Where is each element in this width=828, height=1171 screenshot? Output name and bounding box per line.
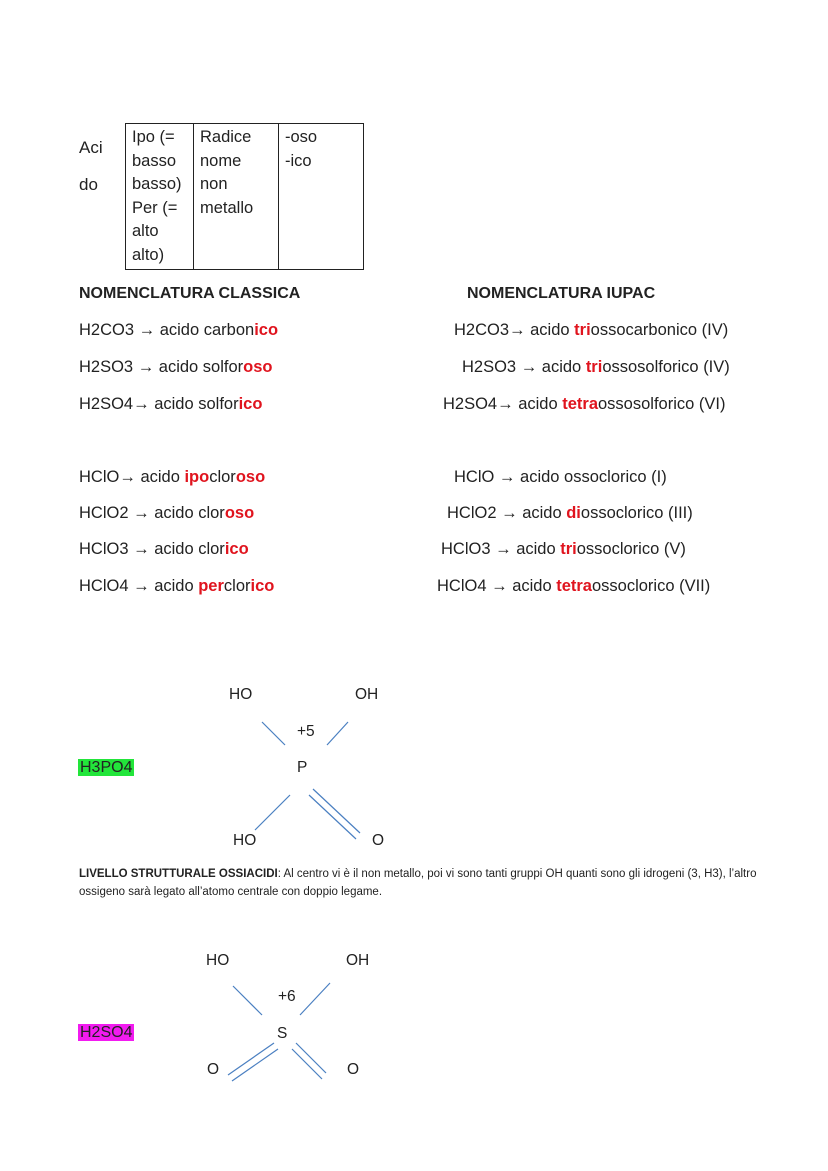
bond-line — [295, 1042, 327, 1074]
ho-group-top: HO — [206, 952, 230, 969]
suffix-rules-table: Ipo (= basso basso) Per (= alto alto) Ra… — [125, 123, 364, 270]
bond-line — [312, 788, 361, 834]
prefix-column: Ipo (= basso basso) Per (= alto alto) — [125, 123, 194, 270]
iupac-header: NOMENCLATURA IUPAC — [467, 285, 656, 302]
central-atom: P — [297, 759, 308, 776]
classic-row: HClO3 → acido clorico — [79, 540, 249, 558]
bond-line — [308, 794, 357, 840]
oxidation-number: +6 — [278, 988, 296, 1005]
bond-line — [299, 982, 331, 1016]
classic-row: HClO4 → acido perclorico — [79, 577, 275, 595]
classic-row: H2CO3 → acido carbonico — [79, 321, 279, 339]
table-cell-text: alto) — [132, 245, 165, 264]
acid-label-line1: Aci — [79, 138, 103, 157]
classic-header: NOMENCLATURA CLASSICA — [79, 285, 301, 302]
acid-label-line2: do — [79, 175, 98, 194]
oh-group-top: OH — [355, 686, 379, 703]
table-cell-text: alto — [132, 222, 159, 240]
iupac-row: HClO3 → acido triossoclorico (V) — [441, 540, 686, 558]
structural-note: LIVELLO STRUTTURALE OSSIACIDI: Al centro… — [79, 868, 757, 898]
oxygen-atom-left: O — [207, 1061, 220, 1078]
iupac-row: H2SO4→ acido tetraossosolforico (VI) — [443, 395, 726, 413]
iupac-row: HClO → acido ossoclorico (I) — [454, 468, 667, 486]
table-cell-text: basso) — [132, 175, 182, 193]
ho-group-top: HO — [229, 686, 253, 703]
classic-row: HClO2 → acido cloroso — [79, 504, 255, 522]
bond-line — [232, 985, 263, 1016]
oxidation-number: +5 — [297, 723, 315, 740]
ho-group-bottom: HO — [233, 832, 257, 849]
table-cell-text: Ipo (= — [132, 128, 175, 146]
bond-line — [227, 1042, 275, 1076]
bond-line — [261, 721, 286, 746]
oh-group-top: OH — [346, 952, 370, 969]
bond-line — [254, 794, 291, 831]
iupac-row: H2CO3→ acido triossocarbonico (IV) — [454, 321, 729, 339]
classic-row: H2SO3 → acido solforoso — [79, 358, 273, 376]
table-cell-text: basso — [132, 151, 177, 170]
h3po4-label: H3PO4 — [78, 759, 135, 776]
bond-line — [231, 1048, 279, 1082]
root-column: Radice nome non metallo — [193, 123, 279, 270]
table-cell-text: -oso — [285, 128, 318, 146]
central-atom: S — [277, 1025, 288, 1042]
classic-row: HClO→ acido ipocloroso — [79, 468, 266, 486]
table-cell-text: non — [200, 175, 228, 193]
suffix-column: -oso -ico — [278, 123, 364, 270]
table-cell-text: -ico — [285, 151, 312, 170]
table-cell-text: Radice — [200, 128, 252, 146]
table-cell-text: Per (= — [132, 198, 178, 217]
table-cell-text: nome — [200, 151, 242, 170]
oxygen-atom-right: O — [347, 1061, 360, 1078]
bond-line — [326, 721, 349, 746]
classic-row: H2SO4→ acido solforico — [79, 395, 263, 413]
iupac-row: HClO2 → acido diossoclorico (III) — [447, 504, 693, 522]
iupac-row: HClO4 → acido tetraossoclorico (VII) — [437, 577, 711, 595]
oxygen-atom: O — [372, 832, 385, 849]
h2so4-label: H2SO4 — [78, 1024, 135, 1041]
iupac-row: H2SO3 → acido triossosolforico (IV) — [462, 358, 730, 376]
table-cell-text: metallo — [200, 198, 254, 217]
bond-line — [291, 1048, 323, 1080]
